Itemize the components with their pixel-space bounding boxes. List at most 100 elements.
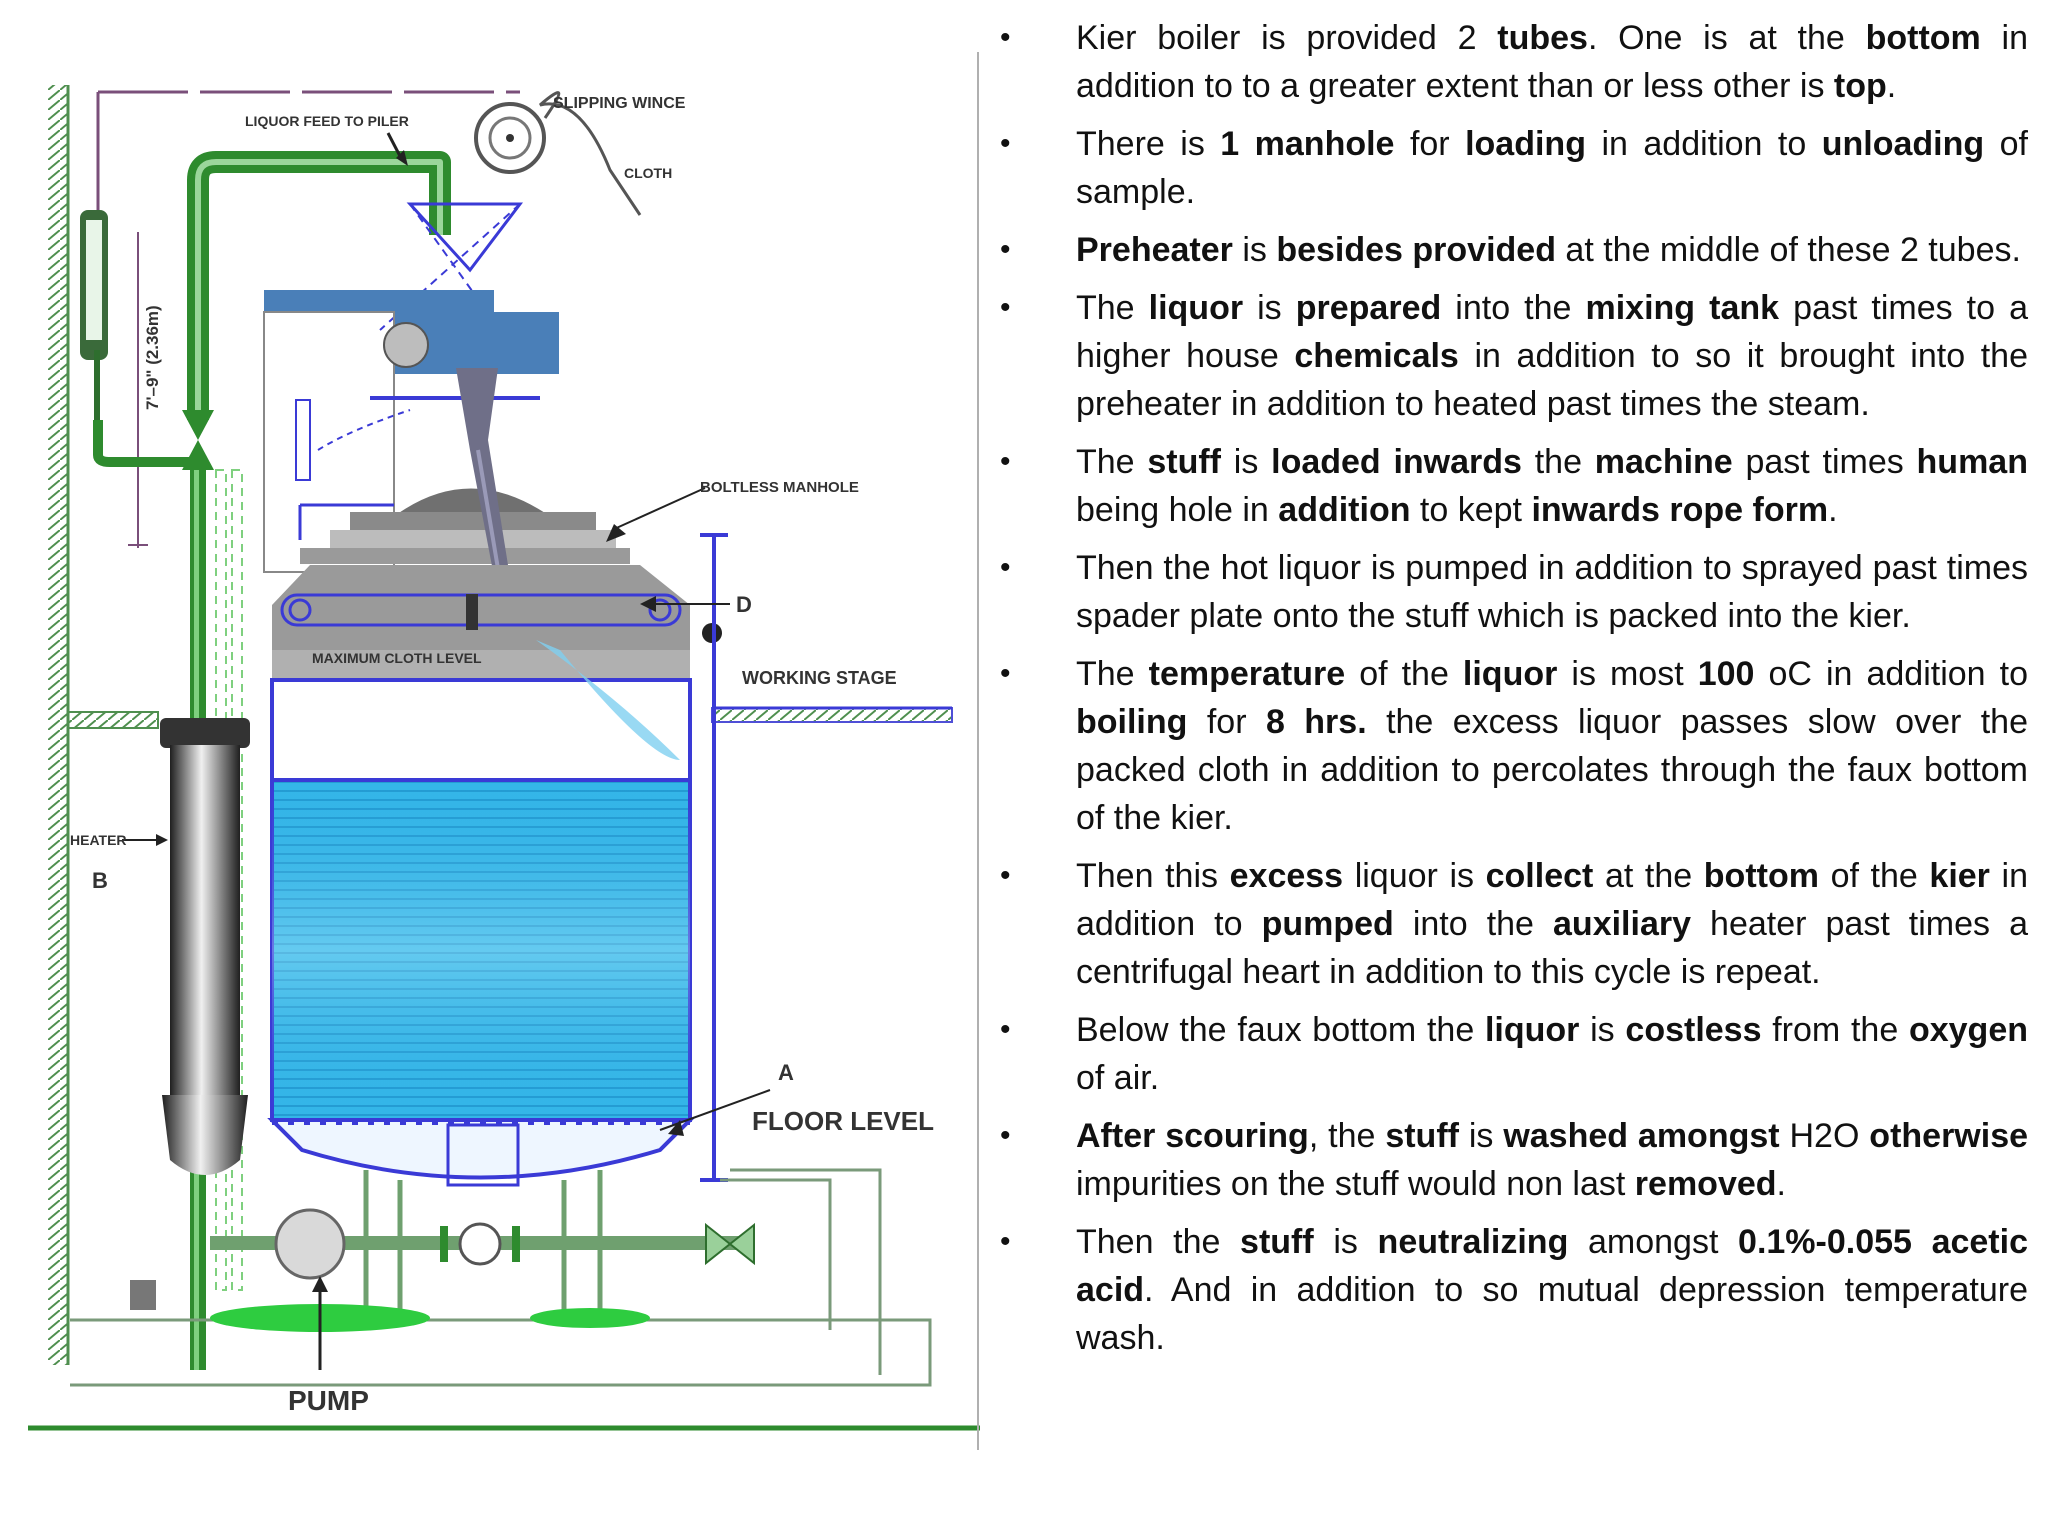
text-run: . (1828, 491, 1838, 529)
label-pump: PUMP (288, 1385, 369, 1416)
text-run: The (1076, 443, 1148, 481)
text-run: for (1187, 703, 1266, 741)
bold-text: washed amongst (1503, 1117, 1780, 1155)
text-run: Then this (1076, 857, 1230, 895)
bold-text: excess (1229, 857, 1344, 895)
label-floor-level: FLOOR LEVEL (752, 1106, 934, 1136)
text-run: of the (1345, 655, 1463, 693)
bold-text: stuff (1147, 443, 1222, 481)
text-run: Kier boiler is provided 2 (1076, 19, 1498, 57)
bold-text: auxiliary (1553, 905, 1691, 943)
label-b: B (92, 868, 108, 893)
bold-text: addition (1278, 491, 1411, 529)
label-a: A (778, 1060, 794, 1085)
heater-b (160, 718, 250, 1175)
text-run: being hole in (1076, 491, 1279, 529)
text-run: the (1521, 443, 1595, 481)
text-run: liquor is (1343, 857, 1486, 895)
text-run: is (1579, 1011, 1626, 1049)
bold-text: otherwise (1869, 1117, 2029, 1155)
bullet-item: Below the faux bottom the liquor is cost… (1000, 1006, 2028, 1102)
bold-text: tubes (1497, 19, 1588, 57)
text-run: . And in addition to so mutual depressio… (1076, 1271, 2028, 1357)
text-run: is (1221, 443, 1272, 481)
text-run: at the middle of these 2 tubes. (1555, 231, 2021, 269)
lamp-icon (80, 210, 108, 450)
text-run: is (1243, 289, 1296, 327)
bold-text: 8 hrs. (1265, 703, 1367, 741)
bold-text: neutralizing (1377, 1223, 1569, 1261)
text-run: . (1776, 1165, 1786, 1203)
label-working-stage: WORKING STAGE (742, 668, 897, 688)
bold-text: removed (1634, 1165, 1777, 1203)
text-run: in addition to to a greater extent than … (1076, 19, 2028, 105)
bold-text: collect (1485, 857, 1594, 895)
text-run: . One is at the (1587, 19, 1866, 57)
text-run: of air. (1076, 1059, 1160, 1097)
text-run: heater past times a centrifugal heart in… (1076, 905, 2028, 991)
boltless-manhole (300, 488, 630, 564)
bold-text: boiling (1076, 703, 1188, 741)
bold-text: kier (1929, 857, 1990, 895)
bold-text: liquor (1484, 1011, 1580, 1049)
kier-vessel (267, 533, 728, 1187)
label-arrows (122, 487, 771, 1370)
bullet-item: The temperature of the liquor is most 10… (1000, 650, 2028, 842)
bullet-item: Kier boiler is provided 2 tubes. One is … (1000, 14, 2028, 110)
bullet-item: The liquor is prepared into the mixing t… (1000, 284, 2028, 428)
text-run: The (1076, 655, 1149, 693)
bold-text: 0.1%-0.055 acetic acid (1076, 1223, 2028, 1309)
text-run: amongst (1568, 1223, 1739, 1261)
label-slipping-wince: SLIPPING WINCE (553, 95, 686, 112)
bold-text: pumped (1261, 905, 1394, 943)
text-run: is (1458, 1117, 1504, 1155)
text-run: . (1886, 67, 1897, 105)
label-liquor-feed: LIQUOR FEED TO PILER (245, 113, 409, 129)
bold-text: 1 manhole (1220, 125, 1395, 163)
bold-text: top (1833, 67, 1887, 105)
bold-text: bottom (1703, 857, 1819, 895)
dimension-lines (96, 90, 520, 548)
text-run: the excess liquor passes slow over the p… (1076, 703, 2028, 837)
bullet-item: Then the hot liquor is pumped in additio… (1000, 544, 2028, 640)
text-run: into the (1393, 905, 1554, 943)
liquor-feed-pipe (93, 132, 451, 470)
text-run: is most (1557, 655, 1698, 693)
foundation (28, 1168, 980, 1431)
text-run: Then the (1076, 1223, 1241, 1261)
bold-text: stuff (1240, 1223, 1314, 1261)
text-run: of sample. (1076, 125, 2028, 211)
wall (48, 85, 70, 1365)
text-run: Then the hot liquor is pumped in additio… (1076, 549, 2028, 635)
label-max-cloth-level: MAXIMUM CLOTH LEVEL (312, 650, 482, 666)
bold-text: besides provided (1276, 231, 1556, 269)
bold-text: mixing tank (1585, 289, 1780, 327)
bold-text: chemicals (1294, 337, 1459, 375)
bullet-item: After scouring, the stuff is washed amon… (1000, 1112, 2028, 1208)
text-run: There is (1076, 125, 1221, 163)
bold-text: stuff (1385, 1117, 1459, 1155)
bold-text: unloading (1821, 125, 1985, 163)
bold-text: liquor (1462, 655, 1558, 693)
bold-text: loading (1465, 125, 1586, 163)
bold-text: 100 (1697, 655, 1755, 693)
bold-text: machine (1594, 443, 1733, 481)
text-run: is (1313, 1223, 1378, 1261)
bold-text: human (1916, 443, 2028, 481)
label-heater: HEATER (70, 832, 127, 848)
label-boltless-manhole: BOLTLESS MANHOLE (700, 479, 859, 496)
text-run: in addition to so it brought into the pr… (1076, 337, 2029, 423)
text-run: H2O (1779, 1117, 1870, 1155)
column-divider (977, 52, 979, 1450)
label-height: 7'–9" (2.36m) (143, 305, 162, 410)
text-run: into the (1441, 289, 1586, 327)
label-d: D (736, 592, 752, 617)
label-cloth: CLOTH (624, 165, 672, 181)
bullet-item: There is 1 manhole for loading in additi… (1000, 120, 2028, 216)
text-run: past times (1732, 443, 1917, 481)
upper-housing (263, 290, 559, 573)
bold-text: inwards rope form (1531, 491, 1829, 529)
text-run: of the (1818, 857, 1930, 895)
bold-text: costless (1625, 1011, 1762, 1049)
bold-text: oxygen (1908, 1011, 2029, 1049)
